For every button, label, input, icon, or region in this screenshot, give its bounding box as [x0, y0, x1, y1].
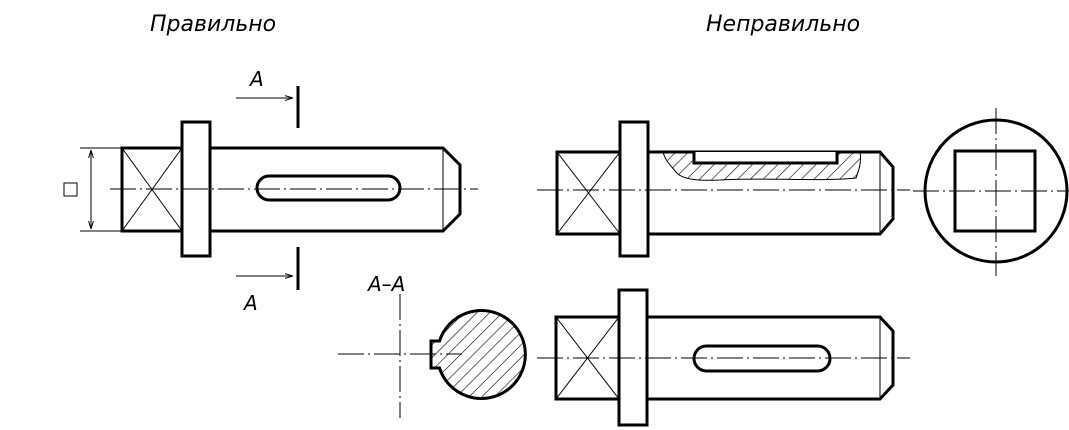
shaft-correct [110, 120, 478, 258]
shaft-incorrect-bottom [537, 288, 910, 427]
cut-label-bottom: A [242, 291, 258, 315]
cut-label-top: A [248, 67, 264, 91]
cutting-plane-bottom: A [236, 247, 300, 315]
square-dimension [63, 147, 122, 232]
end-view-circle [913, 108, 1069, 276]
title-correct: Правильно [150, 12, 276, 37]
cutting-plane-top: A [236, 67, 300, 128]
section-label: A–A [366, 272, 405, 296]
title-incorrect: Неправильно [706, 12, 860, 37]
shaft-incorrect-top [537, 120, 910, 258]
square-symbol [63, 182, 78, 197]
section-a-a: A–A [338, 272, 527, 418]
